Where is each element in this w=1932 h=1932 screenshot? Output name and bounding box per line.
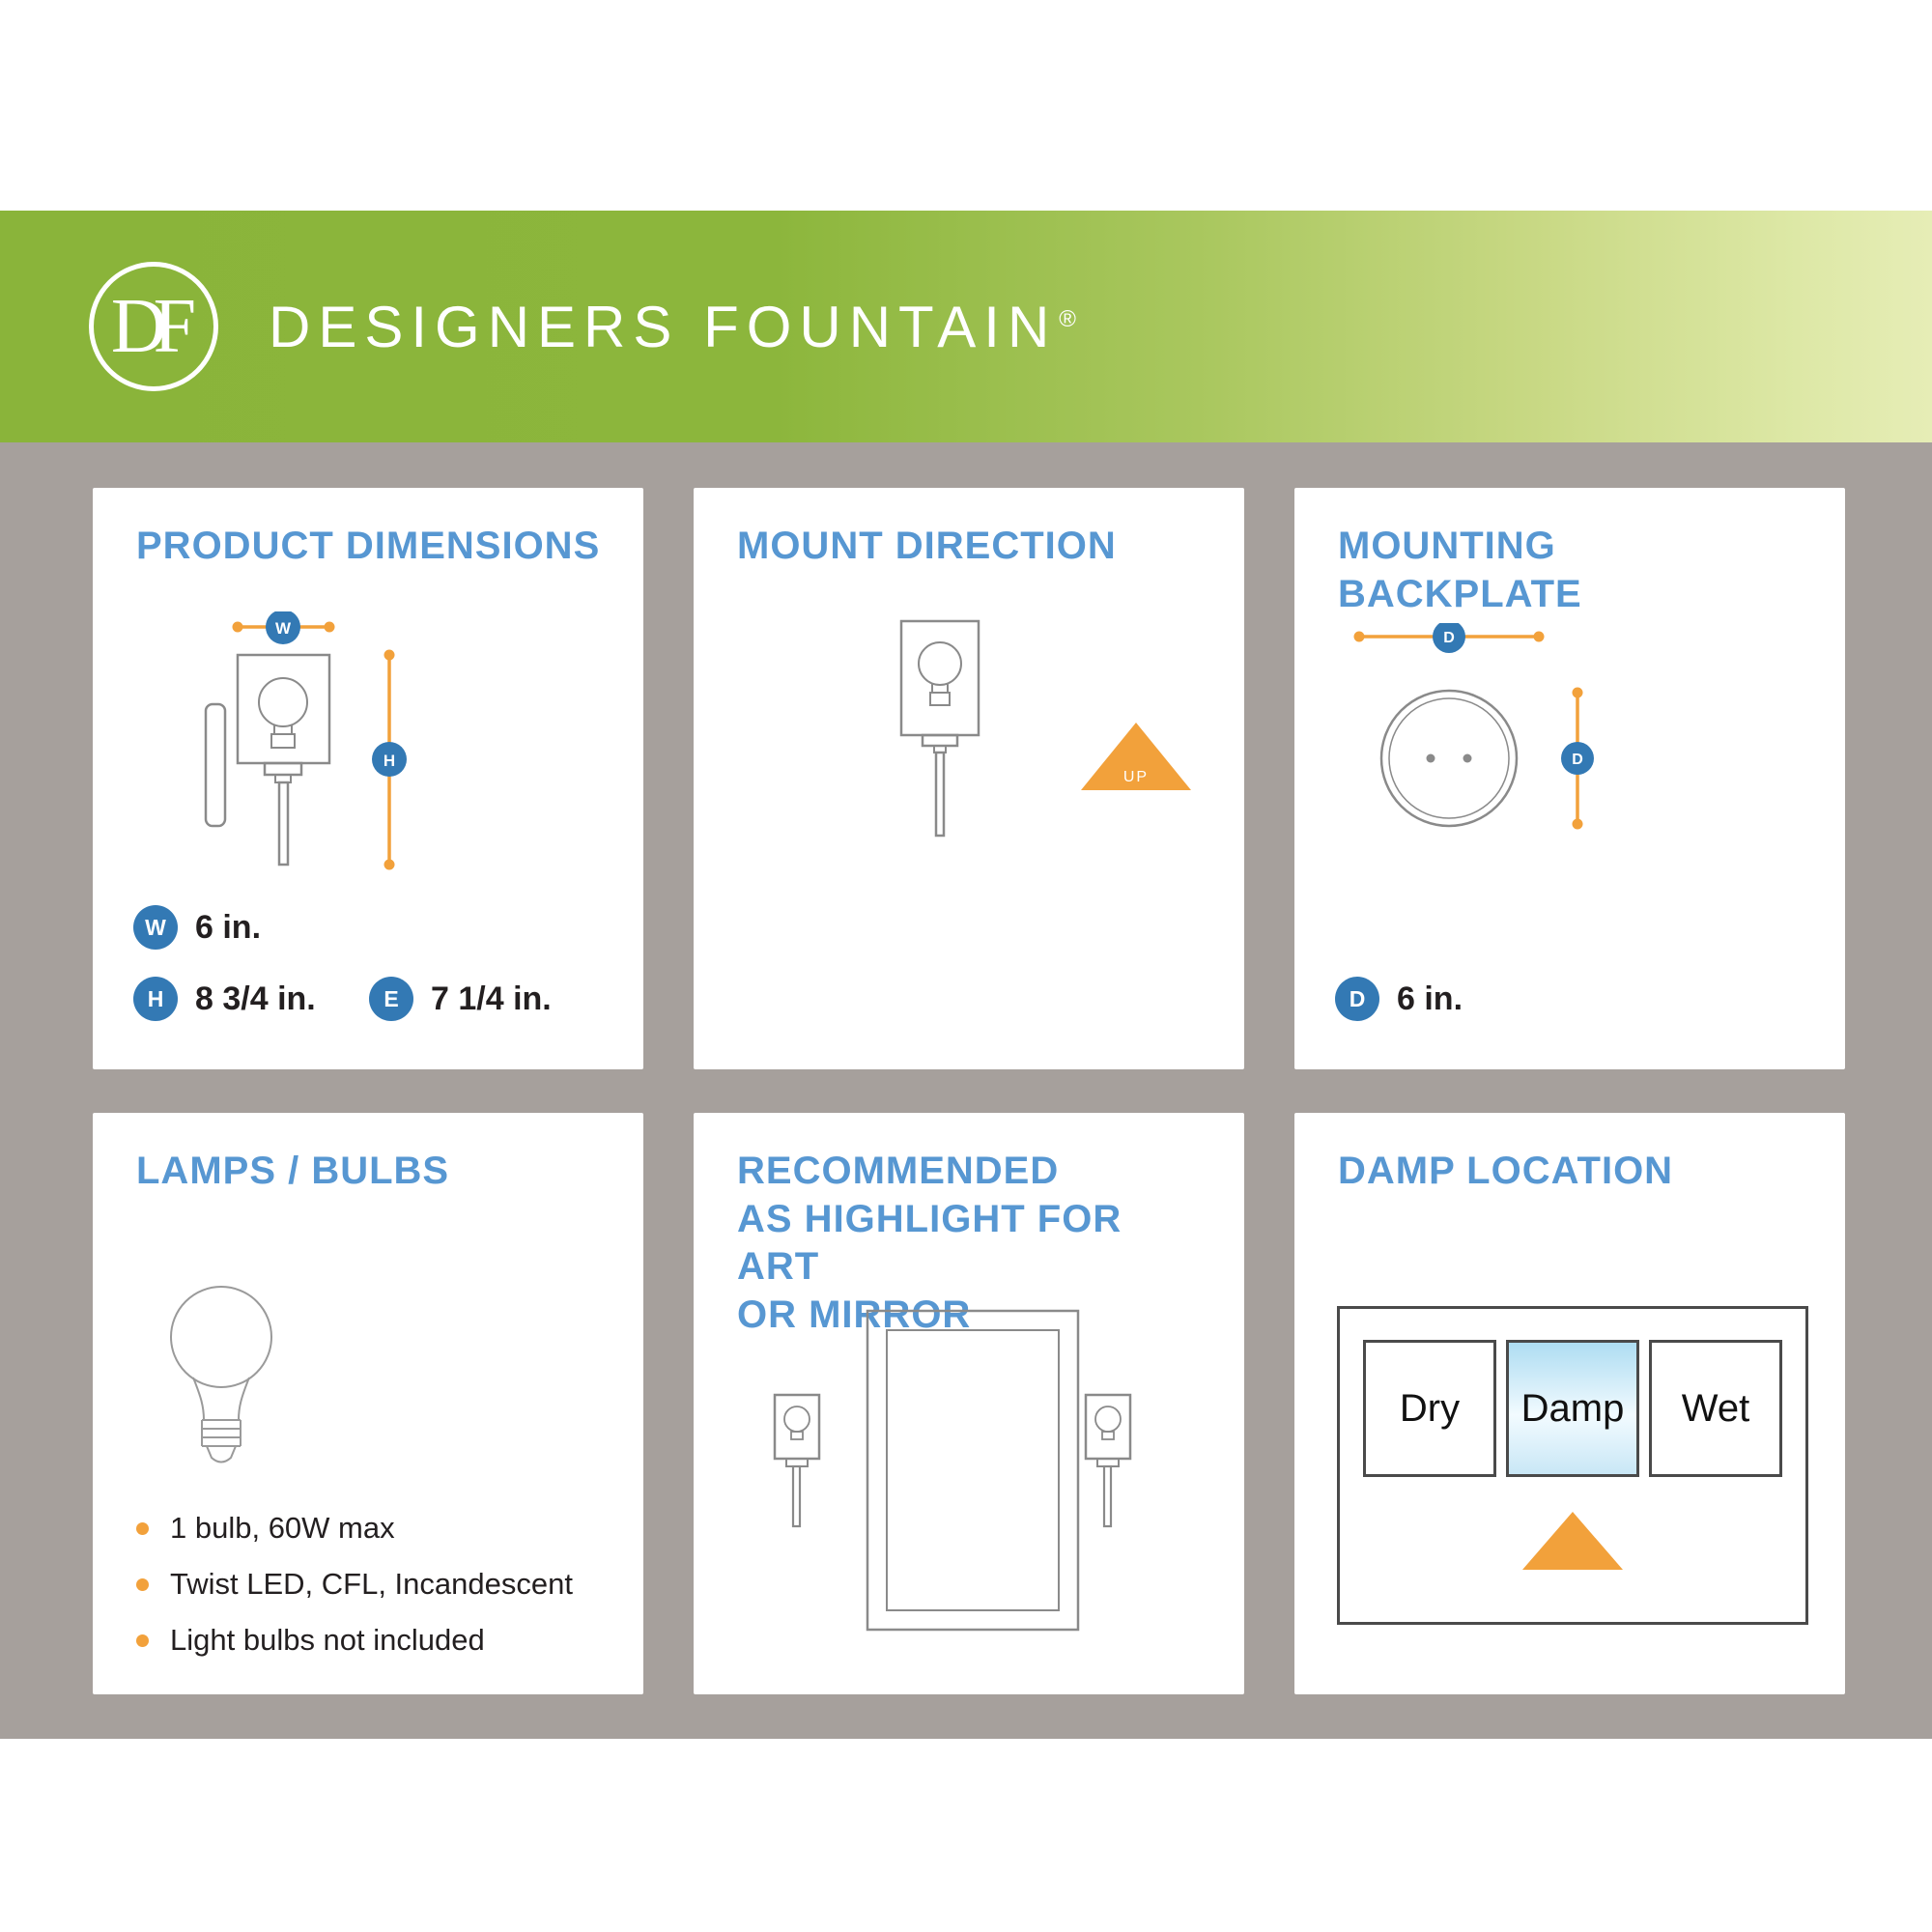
rating-label: Damp xyxy=(1520,1386,1625,1430)
dimension-height: H 8 3/4 in. xyxy=(133,977,316,1021)
width-dimension-line: W xyxy=(232,611,335,644)
list-item: 1 bulb, 60W max xyxy=(136,1507,614,1549)
width-value: 6 in. xyxy=(195,908,262,946)
brand-header: DF DESIGNERS FOUNTAIN® xyxy=(0,211,1932,442)
rating-wet: Wet xyxy=(1649,1340,1782,1477)
brand-name: DESIGNERS FOUNTAIN® xyxy=(269,294,1076,360)
panel-title: MOUNTING BACKPLATE xyxy=(1338,525,1582,615)
mirror-drawing xyxy=(866,1309,1080,1632)
bullet-dot-icon xyxy=(136,1521,149,1535)
bulb-drawing xyxy=(170,1286,272,1463)
panel-title: MOUNT DIRECTION xyxy=(737,525,1117,567)
list-item: Light bulbs not included xyxy=(136,1619,614,1662)
diameter-badge: D xyxy=(1335,977,1379,1021)
diameter-dimension-vertical: D xyxy=(1561,687,1594,830)
rating-damp: Damp xyxy=(1506,1340,1639,1477)
mirror-with-sconces-diagram xyxy=(773,1309,1132,1632)
damp-indicator-arrow-icon xyxy=(1522,1512,1623,1570)
list-item: Twist LED, CFL, Incandescent xyxy=(136,1563,614,1605)
dimension-extension: E 7 1/4 in. xyxy=(369,977,552,1021)
panel-lamps-bulbs: LAMPS / BULBS 1 bul xyxy=(93,1113,643,1694)
right-sconce-drawing xyxy=(1084,1393,1132,1528)
bullet-dot-icon xyxy=(136,1577,149,1591)
panel-title: RECOMMENDED AS HIGHLIGHT FOR ART OR MIRR… xyxy=(737,1148,1209,1339)
diameter-badge-diagram-v: D xyxy=(1572,752,1583,768)
diameter-value: 6 in. xyxy=(1397,980,1463,1017)
light-bulb-diagram xyxy=(170,1286,272,1463)
dimension-width: W 6 in. xyxy=(133,905,261,950)
backplate-drawing xyxy=(1379,689,1519,828)
diameter-dimension-horizontal: D xyxy=(1353,623,1545,653)
sconce-front-diagram xyxy=(899,619,980,838)
up-label: UP xyxy=(1123,769,1149,785)
panel-mount-direction: MOUNT DIRECTION UP xyxy=(694,488,1244,1069)
width-badge-diagram: W xyxy=(275,619,292,638)
location-rating-diagram: Dry Damp Wet xyxy=(1337,1306,1808,1625)
panel-title: DAMP LOCATION xyxy=(1338,1150,1674,1192)
up-direction-icon: UP xyxy=(1081,723,1191,790)
bullet-text: Twist LED, CFL, Incandescent xyxy=(170,1567,573,1601)
rating-row: Dry Damp Wet xyxy=(1363,1340,1782,1477)
bullet-dot-icon xyxy=(136,1634,149,1647)
sconce-drawing xyxy=(899,619,980,838)
dimension-diameter: D 6 in. xyxy=(1335,977,1463,1021)
height-value: 8 3/4 in. xyxy=(195,980,316,1017)
panel-recommended-use: RECOMMENDED AS HIGHLIGHT FOR ART OR MIRR… xyxy=(694,1113,1244,1694)
height-dimension-line: H xyxy=(372,649,407,870)
panel-title: LAMPS / BULBS xyxy=(136,1150,450,1192)
width-badge: W xyxy=(133,905,178,950)
title-line: RECOMMENDED xyxy=(737,1150,1060,1192)
bullet-text: 1 bulb, 60W max xyxy=(170,1511,395,1545)
height-badge: H xyxy=(133,977,178,1021)
extension-value: 7 1/4 in. xyxy=(431,980,552,1017)
registered-trademark: ® xyxy=(1059,305,1076,332)
rating-label: Wet xyxy=(1681,1386,1750,1430)
diameter-badge-diagram-h: D xyxy=(1443,630,1455,646)
sconce-dimension-diagram: W H xyxy=(204,611,407,870)
panel-damp-location: DAMP LOCATION Dry Damp Wet xyxy=(1294,1113,1845,1694)
panel-mounting-backplate: MOUNTING BACKPLATE D xyxy=(1294,488,1845,1069)
brand-name-text: DESIGNERS FOUNTAIN xyxy=(269,294,1058,359)
brand-logo: DF xyxy=(89,262,218,391)
panel-title: PRODUCT DIMENSIONS xyxy=(136,525,601,567)
brand-logo-monogram: DF xyxy=(110,284,196,369)
rating-label: Dry xyxy=(1399,1386,1461,1430)
panel-product-dimensions: PRODUCT DIMENSIONS xyxy=(93,488,643,1069)
left-sconce-drawing xyxy=(773,1393,821,1528)
rating-dry: Dry xyxy=(1363,1340,1496,1477)
panel-grid: PRODUCT DIMENSIONS xyxy=(93,488,1845,1694)
title-line: AS HIGHLIGHT FOR ART xyxy=(737,1197,1122,1289)
extension-badge: E xyxy=(369,977,413,1021)
height-badge-diagram: H xyxy=(384,752,395,770)
sconce-drawing xyxy=(204,653,331,867)
bullet-text: Light bulbs not included xyxy=(170,1623,485,1657)
bulb-spec-list: 1 bulb, 60W max Twist LED, CFL, Incandes… xyxy=(136,1507,614,1675)
title-line: OR MIRROR xyxy=(737,1293,972,1336)
backplate-diagram: D D xyxy=(1353,623,1594,830)
